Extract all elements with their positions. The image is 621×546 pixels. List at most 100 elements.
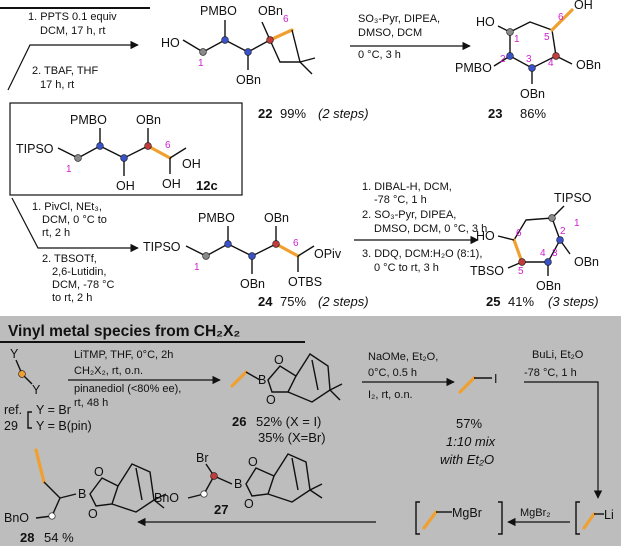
vinyl-conditions-3: BuLi, Et₂O -78 °C, 1 h xyxy=(524,349,584,379)
cond-text: NaOMe, Et₂O, xyxy=(368,351,438,363)
top-conditions-left: 1. PPTS 0.1 equiv DCM, 17 h, rt 2. TBAF,… xyxy=(28,11,117,91)
cond-text: DMSO, DCM, 0 °C, 3 h xyxy=(374,223,487,235)
atom-number: 3 xyxy=(552,248,558,259)
label: HO xyxy=(476,15,495,29)
vinyl-iodide: I xyxy=(458,372,497,394)
compound-27: Br B O O BnO 27 xyxy=(154,451,323,517)
cond-text: 1. DIBAL-H, DCM, xyxy=(362,181,452,193)
yield-note: (2 steps) xyxy=(318,294,369,309)
atom-number: 3 xyxy=(526,54,532,65)
atom-c1 xyxy=(199,48,207,56)
label: TIPSO xyxy=(554,191,592,205)
compound-28: B O O BnO 28 54 % xyxy=(4,448,167,545)
compound-number: 12c xyxy=(196,178,218,193)
note: with Et₂O xyxy=(440,452,494,467)
atom-number: 4 xyxy=(548,58,554,69)
compound-26: B O O xyxy=(230,353,343,407)
label: O xyxy=(266,393,276,407)
label: PMBO xyxy=(70,113,107,127)
cond-text: 1. PivCl, NEt₃, xyxy=(32,201,102,213)
label: OBn xyxy=(240,277,265,291)
cond-text: DMSO, DCM xyxy=(358,27,422,39)
compound-22: PMBO OBn HO OBn 1 6 xyxy=(161,4,316,87)
label: PMBO xyxy=(200,4,237,18)
yield-value: 54 % xyxy=(44,530,74,545)
cond-text: 2,6-Lutidin, xyxy=(52,266,106,278)
ref-number: 29 xyxy=(4,419,18,433)
label: MgBr xyxy=(452,506,482,520)
label: PMBO xyxy=(455,61,492,75)
vinyl-conditions-2: NaOMe, Et₂O, 0°C, 0.5 h I₂, rt, o.n. xyxy=(368,351,438,401)
note: 1:10 mix xyxy=(446,434,496,449)
reaction-arrow-v3 xyxy=(524,381,603,499)
label: TIPSO xyxy=(16,142,54,156)
label: OTBS xyxy=(288,275,322,289)
mid-conditions-right: 1. DIBAL-H, DCM, -78 °C, 1 h 2. SO₃-Pyr,… xyxy=(362,181,487,274)
label: O xyxy=(244,497,254,511)
compound-25: TIPSO HO TBSO OBn OBn 1 2 3 4 5 6 xyxy=(470,191,599,293)
reaction-arrow-mid-left xyxy=(11,197,139,253)
mid-conditions-left: 1. PivCl, NEt₃, DCM, 0 °C to rt, 2 h 2. … xyxy=(32,201,115,304)
label: OBn xyxy=(258,4,283,18)
yield-value: 75% xyxy=(280,294,306,309)
atom-number: 6 xyxy=(558,12,564,23)
label: OH xyxy=(574,0,593,12)
atom-number: 2 xyxy=(500,54,506,65)
compound-24: PMBO OBn TIPSO OPiv OBn OTBS 1 6 xyxy=(143,211,342,291)
reagent-ch2y2: Y Y ref. 29 Y = Br Y = B(pin) xyxy=(4,347,92,433)
yield-note: (3 steps) xyxy=(548,294,599,309)
label: OBn xyxy=(574,255,599,269)
label: OH xyxy=(162,177,181,191)
label: HO xyxy=(161,36,180,50)
cond-text: 17 h, rt xyxy=(40,79,74,91)
atom-number: 6 xyxy=(293,238,299,249)
label: B xyxy=(258,373,266,387)
cond-text: 2. TBAF, THF xyxy=(32,65,99,77)
atom-c4 xyxy=(266,36,274,44)
cond-text: 0 °C to rt, 3 h xyxy=(374,262,439,274)
section-title: Vinyl metal species from CH₂X₂ xyxy=(8,323,240,340)
compound-number: 28 xyxy=(20,530,34,545)
label: HO xyxy=(476,229,495,243)
cond-text: -78 °C, 1 h xyxy=(524,367,577,379)
compound-number: 27 xyxy=(214,502,228,517)
vinyl-grignard: MgBr xyxy=(415,501,503,535)
compound-12c: PMBO OBn TIPSO OH OH OH 1 6 12c xyxy=(16,113,218,193)
yield-value: 57% xyxy=(456,416,482,431)
label: OBn xyxy=(576,58,601,72)
cond-text: BuLi, Et₂O xyxy=(532,349,584,361)
label: Y xyxy=(10,347,19,361)
atom-number: 1 xyxy=(514,34,520,45)
atom-number: 6 xyxy=(283,14,289,25)
atom-number: 5 xyxy=(518,266,524,277)
yield-value: 41% xyxy=(508,294,534,309)
atom-number: 1 xyxy=(574,218,580,229)
label: O xyxy=(274,353,284,367)
label: OBn xyxy=(236,73,261,87)
label: OH xyxy=(182,157,201,171)
cond-text: CH₂X₂, rt, o.n. xyxy=(74,365,143,377)
reaction-arrow-top-left xyxy=(7,40,139,91)
compound-number: 22 xyxy=(258,106,272,121)
cond-text: I₂, rt, o.n. xyxy=(368,389,413,401)
compound-number: 26 xyxy=(232,414,246,429)
vinyl-lithium: Li xyxy=(575,501,614,535)
label: BnO xyxy=(4,511,29,525)
atom-number: 6 xyxy=(165,140,171,151)
cond-text: rt, 2 h xyxy=(42,227,70,239)
cond-text: rt, 48 h xyxy=(74,397,108,409)
label: PMBO xyxy=(198,211,235,225)
label: Li xyxy=(604,508,614,522)
cond-text: pinanediol (<80% ee), xyxy=(74,383,181,395)
yield-value: 35% (X=Br) xyxy=(258,430,326,445)
label: O xyxy=(94,465,104,479)
label: TIPSO xyxy=(143,240,181,254)
cond-text: to rt, 2 h xyxy=(52,292,92,304)
label: I xyxy=(494,372,497,386)
option: Y = Br xyxy=(36,403,71,417)
compound-number: 25 xyxy=(486,294,500,309)
label: B xyxy=(234,477,242,491)
label: O xyxy=(248,455,258,469)
